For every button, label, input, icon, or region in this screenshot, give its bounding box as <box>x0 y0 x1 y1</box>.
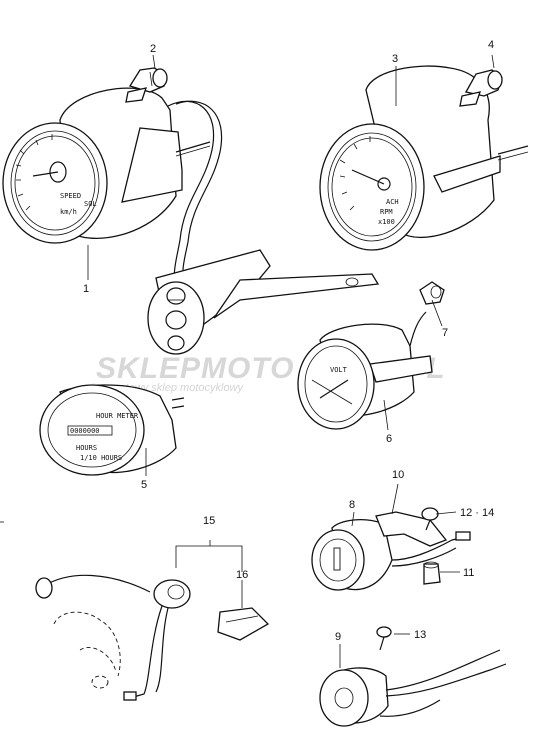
speedometer: SPEED SOL km/h <box>2 87 211 244</box>
hour-meter-label-title: HOUR METER <box>96 412 139 420</box>
bulb-socket-4 <box>459 54 503 107</box>
ghost-bracket <box>53 611 121 689</box>
screw-13 <box>376 626 392 651</box>
speedometer-cable <box>167 100 215 291</box>
hour-meter-label-hours: HOURS <box>76 444 97 452</box>
callout-8: 8 <box>349 499 355 511</box>
tachometer-label-ach: ACH <box>386 198 399 206</box>
voltmeter-label-volt: VOLT <box>330 366 348 374</box>
bulb-7 <box>419 281 445 305</box>
hour-meter-counter: 0000000 <box>70 427 100 435</box>
callout-1: 1 <box>83 283 89 295</box>
speedometer-label-kmh: km/h <box>60 208 77 216</box>
callout-11: 11 <box>463 567 474 579</box>
callout-10: 10 <box>392 469 404 481</box>
speedometer-cable-outer <box>175 100 223 289</box>
tachometer: ACH RPM x100 <box>319 65 529 251</box>
tachometer-label-rpm: RPM <box>380 208 393 216</box>
nut-11 <box>423 561 441 585</box>
callouts: 1 2 3 4 5 6 7 8 9 10 11 12 · 14 13 15 16 <box>83 39 494 643</box>
callout-6: 6 <box>386 433 392 445</box>
callout-12-14: 12 · 14 <box>460 507 494 519</box>
callout-16: 16 <box>236 569 248 581</box>
callout-2: 2 <box>150 43 156 55</box>
callout-4: 4 <box>488 39 494 51</box>
callout-15: 15 <box>203 515 215 527</box>
tachometer-label-x100: x100 <box>378 218 395 226</box>
wiring-harness-15 <box>35 574 191 701</box>
meter-bracket <box>147 249 380 355</box>
hour-meter: HOUR METER 0000000 HOURS 1/10 HOURS <box>39 384 185 476</box>
hour-meter-label-tenths: 1/10 HOURS <box>80 454 122 462</box>
callout-7: 7 <box>442 327 448 339</box>
plate-16 <box>217 607 270 641</box>
bulb-socket-2 <box>125 54 168 103</box>
callout-13: 13 <box>414 629 426 641</box>
callout-3: 3 <box>392 53 398 65</box>
leader-lines <box>87 66 460 668</box>
voltmeter: VOLT <box>297 311 433 430</box>
watermark-brand: SKLEPMOTO <box>96 352 294 385</box>
switch-9 <box>319 649 507 727</box>
speedometer-label-sol: SOL <box>84 200 97 208</box>
callout-5: 5 <box>141 479 147 491</box>
speedometer-label-speed: SPEED <box>60 192 81 200</box>
ignition-switch-8 <box>311 511 471 591</box>
callout-9: 9 <box>335 631 341 643</box>
